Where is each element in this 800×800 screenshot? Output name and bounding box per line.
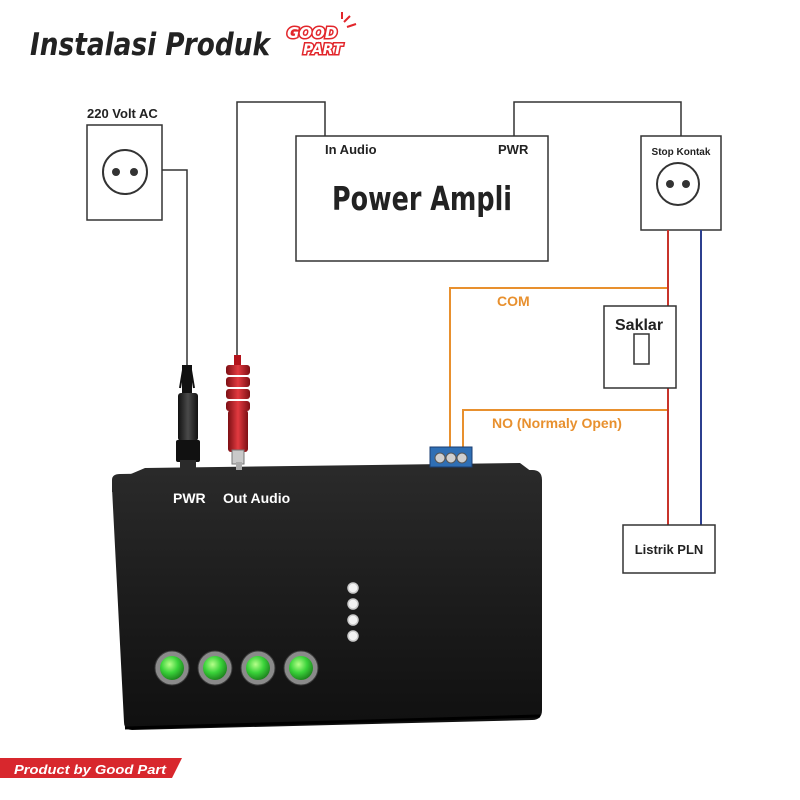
footer-banner: Product by Good Part	[0, 758, 182, 778]
no-label: NO (Normaly Open)	[492, 415, 622, 431]
led-indicator	[347, 582, 359, 594]
good-part-logo: GOOD PART	[286, 12, 357, 60]
stop-kontak-socket-icon	[656, 162, 700, 206]
listrik-pln-box	[622, 524, 716, 574]
push-button[interactable]	[154, 650, 190, 686]
power-ampli-box	[295, 135, 549, 262]
button-row	[154, 650, 319, 686]
ampli-pwr-label: PWR	[498, 142, 529, 157]
led-indicators	[347, 582, 359, 642]
push-button[interactable]	[283, 650, 319, 686]
listrik-pln-label: Listrik PLN	[635, 542, 704, 557]
power-plug	[176, 365, 200, 472]
led-indicator	[347, 630, 359, 642]
push-button[interactable]	[240, 650, 276, 686]
spark-icon	[341, 12, 357, 28]
rca-plug	[226, 355, 250, 470]
led-indicator	[347, 614, 359, 626]
push-button[interactable]	[197, 650, 233, 686]
saklar-label: Saklar	[615, 317, 663, 334]
device-out-audio-label: Out Audio	[223, 490, 290, 506]
svg-text:GOOD: GOOD	[287, 24, 337, 42]
stop-kontak-label: Stop Kontak	[652, 147, 711, 158]
footer-text: Product by Good Part	[14, 762, 167, 777]
svg-text:PART: PART	[303, 42, 344, 58]
device-pwr-label: PWR	[173, 490, 206, 506]
wall-socket-icon	[102, 149, 148, 195]
outlet-220-label: 220 Volt AC	[87, 106, 158, 121]
black-wires	[162, 101, 682, 370]
orange-wires	[449, 287, 668, 455]
page-title: Instalasi Produk	[30, 27, 272, 63]
ampli-in-audio-label: In Audio	[325, 142, 377, 157]
switch-toggle-icon	[633, 333, 650, 365]
power-ampli-title: Power Ampli	[332, 179, 512, 218]
com-label: COM	[497, 293, 530, 309]
terminal-block	[429, 446, 473, 468]
led-indicator	[347, 598, 359, 610]
